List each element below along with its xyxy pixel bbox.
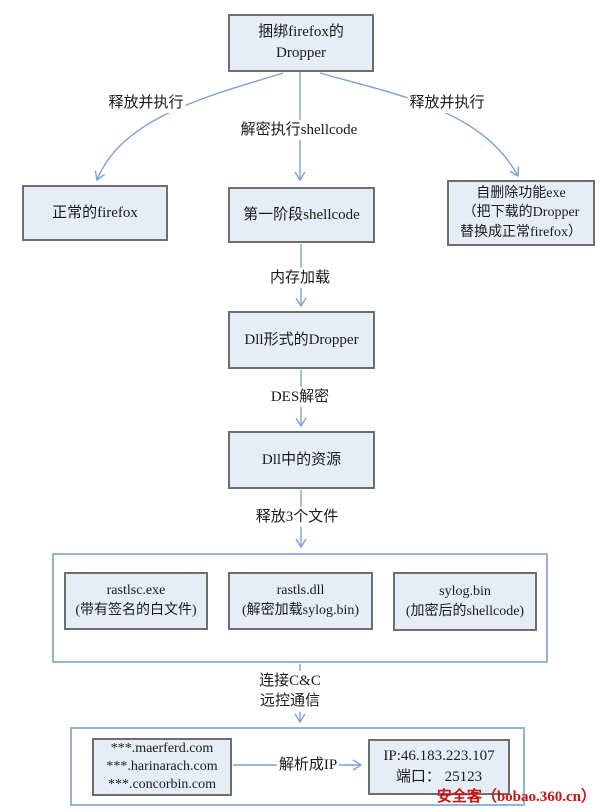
node-line: 第一阶段shellcode (243, 206, 360, 223)
node-c2-ip: IP:46.183.223.107 端口： 25123 (368, 739, 510, 795)
node-stage1-shellcode: 第一阶段shellcode (228, 187, 375, 243)
node-line: rastlsc.exe (106, 583, 166, 599)
node-line: Dll中的资源 (261, 451, 342, 468)
anquanke-watermark: 安全客（bobao.360.cn） (436, 789, 596, 805)
node-self-delete-exe: 自删除功能exe （把下载的Dropper 替换成正常firefox） (447, 180, 595, 246)
node-dll-dropper: Dll形式的Dropper (228, 311, 375, 369)
node-bundled-dropper: 捆绑firefox的 Dropper (228, 14, 374, 72)
node-line: 自删除功能exe (476, 185, 566, 201)
dropped-files-container (52, 553, 548, 663)
cc-communication-container (70, 727, 525, 806)
node-line: ***.harinarach.com (106, 758, 218, 774)
edge-label-resolve-to-ip: 解析成IP (276, 754, 340, 776)
edge-label-decrypt-exec-shellcode: 解密执行shellcode (238, 119, 360, 141)
node-rastlsc-exe: rastlsc.exe (带有签名的白文件) (64, 572, 208, 630)
node-line: 端口： 25123 (395, 769, 483, 785)
node-line: Dll形式的Dropper (244, 331, 359, 348)
edge-label-release-exec-right: 释放并执行 (407, 92, 487, 114)
node-line: 捆绑firefox的 (258, 24, 344, 40)
node-line: （把下载的Dropper (462, 205, 580, 221)
node-line: (加密后的shellcode) (405, 603, 525, 619)
node-dll-resource: Dll中的资源 (228, 431, 375, 489)
node-line: ***.maerferd.com (110, 740, 214, 756)
node-rastls-dll: rastls.dll (解密加载sylog.bin) (228, 572, 373, 630)
edge-label-memory-load: 内存加载 (267, 267, 333, 289)
node-line: Dropper (276, 45, 326, 61)
node-line: 正常的firefox (52, 204, 138, 221)
node-sylog-bin: sylog.bin (加密后的shellcode) (393, 572, 537, 631)
edge-label-connect-cc-line1: 连接C&C (259, 672, 321, 689)
edge-label-release-3-files: 释放3个文件 (253, 506, 341, 528)
edge-label-release-exec-left: 释放并执行 (106, 92, 186, 114)
edge-label-connect-cc: 连接C&C 远控通信 (257, 670, 323, 712)
node-line: rastls.dll (276, 583, 325, 599)
node-normal-firefox: 正常的firefox (22, 185, 168, 241)
node-line: ***.concorbin.com (107, 777, 217, 793)
edge-label-connect-cc-line2: 远控通信 (259, 693, 320, 709)
node-line: IP:46.183.223.107 (383, 748, 495, 764)
node-c2-domains: ***.maerferd.com ***.harinarach.com ***.… (92, 738, 232, 796)
node-line: (解密加载sylog.bin) (241, 603, 360, 618)
node-line: (带有签名的白文件) (75, 603, 197, 618)
edge-label-des-decrypt: DES解密 (268, 386, 332, 408)
node-line: 替换成正常firefox） (459, 224, 583, 240)
node-line: sylog.bin (439, 583, 491, 599)
